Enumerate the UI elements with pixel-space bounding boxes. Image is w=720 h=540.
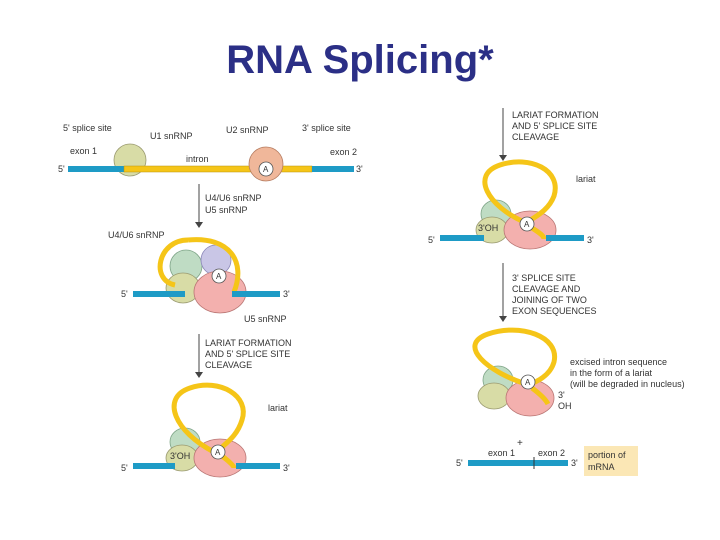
label-exon-1: exon 1	[70, 146, 97, 156]
arrow-2-head	[195, 372, 203, 378]
label-ex-oh: OH	[558, 401, 572, 411]
branch-point-circle-r	[519, 216, 535, 232]
label-5-splice-cleavage: AND 5' SPLICE SITE	[205, 349, 290, 359]
label-intron: intron	[186, 154, 209, 164]
label-5-prime: 5'	[58, 164, 65, 174]
label-r2-3-prime: 3'	[571, 458, 578, 468]
label-portion-of: portion of	[588, 450, 626, 460]
label-5-prime-2: 5'	[121, 289, 128, 299]
intron-tail-r	[530, 225, 547, 240]
label-r-5-splice-cleavage: AND 5' SPLICE SITE	[512, 121, 597, 131]
label-3-oh: 3'OH	[170, 451, 190, 461]
label-r-3-splice-site: 3' SPLICE SITE	[512, 273, 576, 283]
branch-point-a-2: A	[216, 272, 222, 281]
label-r2-exon-1: exon 1	[488, 448, 515, 458]
intron-bar	[123, 165, 313, 173]
branch-point-a-r: A	[524, 220, 530, 229]
label-excised-2: in the form of a lariat	[570, 368, 653, 378]
label-3-prime-2: 3'	[283, 289, 290, 299]
label-u5-snrnp: U5 snRNP	[244, 314, 287, 324]
branch-point-a: A	[263, 165, 269, 174]
slide-title: RNA Splicing*	[226, 38, 494, 82]
label-ex-3-prime: 3'	[558, 390, 565, 400]
label-r-5-prime: 5'	[428, 235, 435, 245]
label-r-exon-sequences: EXON SEQUENCES	[512, 306, 597, 316]
panel-lariat-right: A 3'OH lariat 5' 3'	[428, 159, 596, 250]
label-u4u6-snrnp-step: U4/U6 snRNP	[205, 193, 262, 203]
label-excised-3: (will be degraded in nucleus)	[570, 379, 685, 389]
label-r2-5-prime: 5'	[456, 458, 463, 468]
label-lariat: lariat	[268, 403, 288, 413]
arrow-r1-head	[499, 155, 507, 161]
label-r-lariat-formation: LARIAT FORMATION	[512, 110, 599, 120]
label-u2-snrnp: U2 snRNP	[226, 125, 269, 135]
branch-point-a-3: A	[215, 448, 221, 457]
u1-blob-ex	[477, 382, 511, 410]
panel-excised-lariat: A 3' OH excised intron sequence in the f…	[472, 327, 685, 417]
label-5-splice-site: 5' splice site	[63, 123, 112, 133]
lariat-loop-3	[171, 382, 246, 455]
exon-2-bar-r	[546, 235, 584, 241]
branch-point-circle-3	[210, 444, 226, 460]
panel-spliceosome: U4/U6 snRNP A 5' 3' U5 snRNP	[108, 230, 290, 324]
label-u4u6-snrnp: U4/U6 snRNP	[108, 230, 165, 240]
exon-2-bar	[312, 166, 354, 172]
branch-point-circle	[258, 161, 274, 177]
panel-spliced-mrna: exon 1 exon 2 5' 3' portion of mRNA	[456, 446, 638, 476]
exon-1-bar-2	[133, 291, 185, 297]
exon-2-bar-2	[232, 291, 280, 297]
branch-point-circle-2	[211, 268, 227, 284]
exon-1-bar-r	[440, 235, 484, 241]
label-cleavage: CLEAVAGE	[205, 360, 252, 370]
label-3-prime: 3'	[356, 164, 363, 174]
branch-point-circle-ex	[520, 374, 536, 390]
exon-1-bar	[68, 166, 124, 172]
arrow-1-head	[195, 222, 203, 228]
label-r-cleavage-and: CLEAVAGE AND	[512, 284, 581, 294]
spliced-exon-1-bar	[468, 460, 534, 466]
label-excised-1: excised intron sequence	[570, 357, 667, 367]
panel-lariat-left: A 3'OH lariat 5' 3'	[121, 382, 290, 478]
lariat-loop-ex	[472, 327, 558, 387]
mrna-box	[584, 446, 638, 476]
label-lariat-formation: LARIAT FORMATION	[205, 338, 292, 348]
label-u1-snrnp: U1 snRNP	[150, 131, 193, 141]
panel-pre-mrna: 5' splice site U1 snRNP U2 snRNP 3' spli…	[58, 123, 363, 182]
spliced-exon-2-bar	[534, 460, 568, 466]
label-exon-2: exon 2	[330, 147, 357, 157]
lariat-loop-r	[482, 159, 558, 225]
label-r2-exon-2: exon 2	[538, 448, 565, 458]
arrow-r2-head	[499, 316, 507, 322]
label-r-3-prime: 3'	[587, 235, 594, 245]
exon-2-bar-3	[236, 463, 280, 469]
label-mrna: mRNA	[588, 462, 615, 472]
label-r-cleavage: CLEAVAGE	[512, 132, 559, 142]
label-3-splice-site: 3' splice site	[302, 123, 351, 133]
plus-sign: +	[517, 438, 523, 449]
intron-loop-2	[157, 237, 189, 288]
label-r-joining: JOINING OF TWO	[512, 295, 587, 305]
label-r-lariat: lariat	[576, 174, 596, 184]
label-u5-snrnp-step: U5 snRNP	[205, 205, 248, 215]
label-5-prime-3: 5'	[121, 463, 128, 473]
intron-loop-2b	[187, 237, 241, 293]
intron-tail-3	[220, 454, 237, 469]
exon-1-bar-3	[133, 463, 175, 469]
branch-point-a-ex: A	[525, 378, 531, 387]
label-3-prime-3: 3'	[283, 463, 290, 473]
intron-tail-ex	[530, 386, 551, 406]
label-r-3-oh: 3'OH	[478, 223, 498, 233]
